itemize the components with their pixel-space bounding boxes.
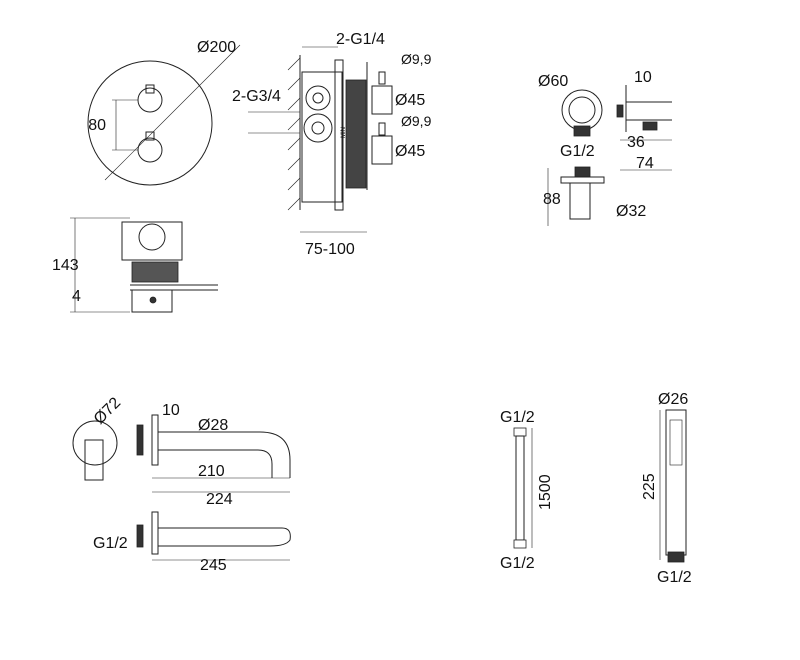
label-min-marking: MIN [341, 127, 347, 138]
hand-shower-view: Ø26 225 G1/2 [641, 391, 692, 586]
valve-body-view: 2-G1/4 2-G3/4 Ø9,9 Ø45 Ø9,9 Ø45 75-100 M… [232, 31, 432, 258]
label-inlets: 2-G3/4 [232, 88, 281, 105]
label-height-143: 143 [52, 257, 79, 274]
label-pipe-diameter: Ø28 [198, 417, 228, 434]
label-plate-4: 4 [72, 288, 81, 305]
label-length-245: 245 [200, 557, 227, 574]
label-depth-74: 74 [636, 155, 654, 172]
label-outlet-diameter: Ø60 [538, 73, 568, 90]
label-shower-diameter: Ø26 [658, 391, 688, 408]
label-hose-thread-bottom: G1/2 [500, 555, 535, 572]
label-depth-36: 36 [627, 134, 645, 151]
label-top-outlets: 2-G1/4 [336, 31, 385, 48]
label-hose-thread-top: G1/2 [500, 409, 535, 426]
thermostat-side-view: 143 4 [52, 217, 218, 313]
label-pin-1: Ø9,9 [401, 51, 432, 67]
label-diameter-200: Ø200 [197, 39, 236, 56]
label-hose-length: 1500 [537, 474, 554, 510]
label-length-224: 224 [206, 491, 233, 508]
spout-view: Ø72 10 Ø28 210 224 G1/2 245 [72, 394, 291, 574]
label-rosette-diameter: Ø72 [91, 394, 124, 427]
wall-outlet-view: Ø60 G1/2 10 36 74 88 Ø32 [538, 69, 672, 226]
label-knob-1: Ø45 [395, 92, 425, 109]
label-spout-thread: G1/2 [93, 535, 128, 552]
label-length-210: 210 [198, 463, 225, 480]
label-shower-length: 225 [641, 473, 658, 500]
label-knob-2: Ø45 [395, 143, 425, 160]
label-holder-height: 88 [543, 191, 561, 208]
label-holder-diameter: Ø32 [616, 203, 646, 220]
label-pin-2: Ø9,9 [401, 113, 432, 129]
label-outlet-thread: G1/2 [560, 143, 595, 160]
label-spout-plate: 10 [162, 402, 180, 419]
label-spacing-80: 80 [88, 117, 106, 134]
label-depth: 75-100 [305, 241, 355, 258]
hose-view: G1/2 1500 G1/2 [500, 409, 554, 572]
label-shower-thread: G1/2 [657, 569, 692, 586]
label-outlet-plate: 10 [634, 69, 652, 86]
thermostat-front-view: Ø200 80 [87, 39, 241, 186]
